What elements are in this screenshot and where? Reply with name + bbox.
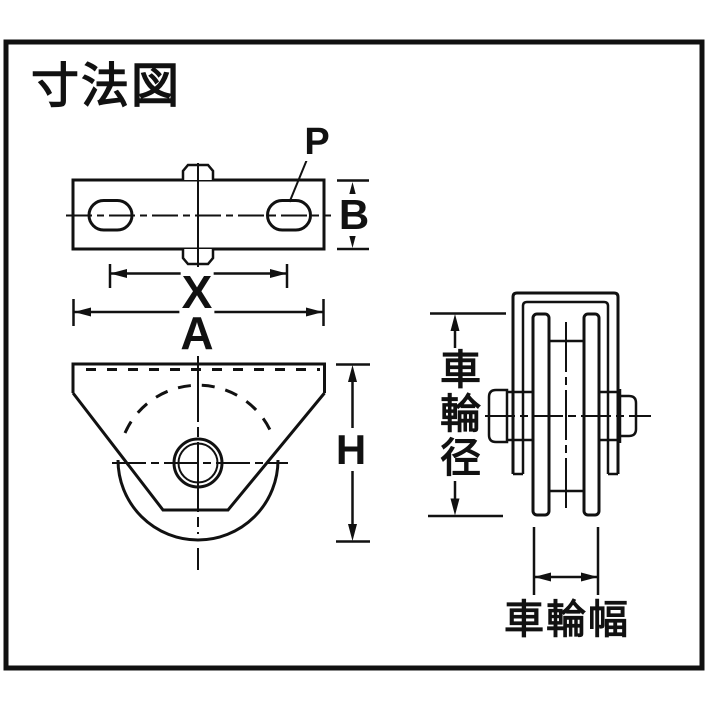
- diagram-title: 寸法図: [31, 60, 182, 113]
- housing-outer: [511, 291, 620, 474]
- x-arrow-right: [270, 269, 287, 278]
- a-arrow-left: [74, 307, 91, 317]
- label-h: H: [334, 426, 368, 473]
- left-slot-hole: [87, 199, 134, 232]
- dimension-h: [336, 363, 370, 543]
- housing-inner: [521, 300, 610, 474]
- label-p: P: [303, 121, 331, 163]
- dimension-wheel-diameter: [428, 312, 506, 518]
- dimension-wheel-width: [532, 527, 600, 595]
- wd-arrow-down: [450, 498, 460, 516]
- front-view-bracket: [71, 352, 326, 570]
- axle-right-cap: [620, 394, 638, 438]
- ww-arrow-left: [534, 572, 551, 582]
- label-b: B: [337, 191, 371, 238]
- wd-arrow-up: [450, 314, 460, 331]
- a-arrow-right: [306, 307, 323, 317]
- x-arrow-left: [110, 269, 127, 278]
- axle-left-cap: [487, 388, 509, 444]
- right-flange: [582, 312, 601, 517]
- label-x: X: [180, 266, 214, 318]
- label-wheel-width: 車輪幅: [504, 598, 630, 642]
- side-view-wheel: [485, 291, 651, 517]
- wheel-visible-arc: [116, 459, 280, 542]
- right-slot-hole: [266, 199, 312, 232]
- p-leader-line: [288, 156, 309, 203]
- label-wheel-diameter: 車輪径: [433, 348, 480, 480]
- label-a: A: [179, 307, 215, 359]
- top-view-plate: [66, 156, 331, 267]
- h-arrow-down: [348, 524, 357, 541]
- wheel-hidden-arc: [123, 383, 273, 434]
- h-arrow-up: [348, 365, 357, 382]
- ww-arrow-right: [581, 572, 598, 582]
- left-flange: [531, 312, 551, 517]
- frame-border: [3, 39, 705, 671]
